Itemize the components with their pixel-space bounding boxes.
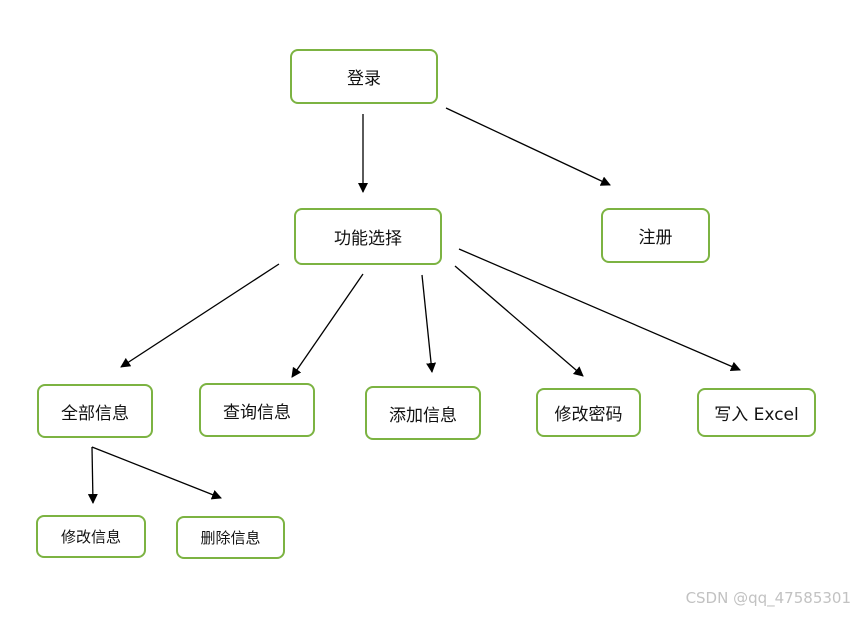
watermark-text: CSDN @qq_47585301 bbox=[685, 589, 851, 607]
add-info-node: 添加信息 bbox=[365, 386, 481, 440]
query-info-label: 查询信息 bbox=[223, 402, 291, 423]
arrow-function-select-to-change-password bbox=[454, 265, 584, 377]
arrow-function-select-to-write-excel bbox=[458, 248, 741, 372]
register-label: 注册 bbox=[638, 228, 673, 248]
login-label: 登录 bbox=[347, 69, 381, 89]
all-info-node: 全部信息 bbox=[37, 384, 153, 438]
arrow-all-info-to-delete-info bbox=[91, 446, 222, 500]
arrow-login-to-register bbox=[445, 107, 611, 186]
change-password-node: 修改密码 bbox=[536, 388, 641, 437]
delete-info-label: 删除信息 bbox=[200, 529, 261, 547]
change-password-label: 修改密码 bbox=[554, 405, 623, 425]
register-node: 注册 bbox=[601, 208, 710, 263]
query-info-node: 查询信息 bbox=[199, 383, 315, 437]
write-excel-node: 写入 Excel bbox=[697, 388, 816, 437]
write-excel-label: 写入 Excel bbox=[714, 405, 799, 425]
function-select-label: 功能选择 bbox=[334, 229, 402, 249]
arrow-all-info-to-modify-info bbox=[87, 446, 98, 504]
function-select-node: 功能选择 bbox=[294, 208, 442, 265]
modify-info-node: 修改信息 bbox=[36, 515, 146, 558]
modify-info-label: 修改信息 bbox=[60, 528, 121, 546]
all-info-label: 全部信息 bbox=[61, 403, 129, 424]
arrow-function-select-to-all-info bbox=[120, 263, 280, 368]
add-info-label: 添加信息 bbox=[389, 405, 457, 426]
arrow-function-select-to-query-info bbox=[291, 273, 364, 378]
delete-info-node: 删除信息 bbox=[176, 516, 285, 559]
arrow-function-select-to-add-info bbox=[421, 274, 437, 373]
login-node: 登录 bbox=[290, 49, 438, 104]
